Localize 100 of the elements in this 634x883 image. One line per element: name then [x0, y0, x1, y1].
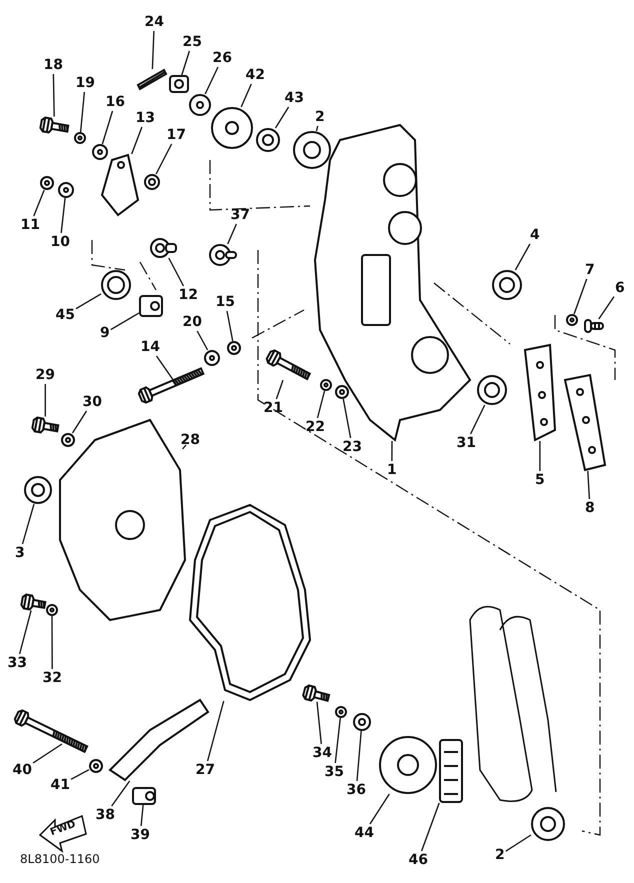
leader-line: [181, 50, 190, 76]
callout-number: 31: [456, 435, 476, 451]
callout-number: 3: [15, 545, 25, 561]
washer-drawing: [89, 759, 103, 773]
leader-line: [52, 74, 55, 117]
callout-number: 25: [182, 34, 202, 50]
callout-number: 33: [8, 655, 27, 671]
leader-line: [539, 441, 541, 471]
leader-line: [51, 616, 53, 669]
washer-drawing: [46, 604, 58, 616]
leader-line: [316, 390, 326, 418]
nut-drawing: [204, 350, 220, 366]
leader-line: [80, 92, 86, 132]
callout-number: 23: [342, 439, 362, 455]
leader-line: [573, 278, 588, 314]
leader-line: [369, 794, 390, 824]
callout-number: 19: [76, 75, 95, 91]
bolt-drawing: [39, 116, 70, 134]
leader-line: [334, 718, 341, 764]
leader-line: [226, 310, 234, 342]
leader-line: [70, 769, 90, 780]
callout-number: 2: [315, 109, 325, 125]
callout-number: 5: [535, 472, 545, 488]
callout-number: 18: [44, 57, 63, 73]
callout-number: 32: [42, 670, 62, 686]
callout-number: 13: [136, 110, 155, 126]
callout-number: 27: [196, 762, 215, 778]
leader-line: [131, 126, 142, 154]
plate-drawing: [524, 344, 556, 442]
leader-line: [156, 144, 172, 174]
callout-number: 7: [585, 262, 595, 278]
leader-line: [33, 190, 45, 216]
bolt-drawing: [20, 594, 46, 610]
leader-line: [276, 380, 284, 400]
bolt-drawing: [31, 416, 60, 434]
leader-line: [316, 126, 318, 132]
leader-line: [182, 444, 186, 450]
callout-number: 26: [212, 50, 232, 66]
bushing-drawing: [144, 174, 160, 190]
leader-line: [316, 702, 322, 744]
callout-number: 41: [50, 777, 70, 793]
callout-number: 42: [246, 67, 265, 83]
leader-line: [227, 224, 237, 244]
collar-drawing: [132, 787, 156, 805]
leader-line: [44, 384, 46, 417]
pin-drawing: [136, 68, 168, 90]
nut-drawing: [169, 75, 189, 93]
leader-line: [356, 730, 362, 782]
leader-line: [156, 356, 177, 384]
leader-line: [18, 610, 32, 654]
callout-number: 38: [96, 807, 115, 823]
leader-line: [152, 30, 155, 70]
washer-drawing: [189, 94, 211, 116]
callout-number: 35: [324, 764, 344, 780]
chain-drawing: [439, 739, 463, 803]
callout-number: 2: [495, 847, 505, 863]
leader-line: [505, 834, 532, 852]
callout-number: 12: [178, 287, 198, 303]
washer-drawing: [58, 182, 74, 198]
bearing-drawing: [293, 131, 331, 169]
callout-number: 34: [312, 745, 332, 761]
washer-drawing: [335, 385, 349, 399]
washer-drawing: [74, 132, 86, 144]
callout-number: 44: [354, 825, 374, 841]
callout-number: 20: [182, 314, 202, 330]
washer-drawing: [320, 379, 332, 391]
washer-drawing: [92, 144, 108, 160]
seal-drawing: [492, 270, 522, 300]
leader-line: [587, 470, 590, 500]
leader-line: [342, 398, 352, 438]
pin-drawing: [150, 238, 177, 258]
callout-number: 45: [56, 307, 75, 323]
callout-number: 30: [82, 394, 102, 410]
bolt-drawing: [138, 367, 205, 404]
callout-number: 28: [180, 432, 200, 448]
callout-number: 14: [140, 339, 160, 355]
callout-number: 9: [100, 325, 110, 341]
nut-drawing: [566, 314, 578, 326]
leader-line: [391, 441, 393, 461]
gasket-drawing: [188, 504, 312, 702]
fitting-drawing: [209, 244, 237, 266]
callout-number: 40: [12, 762, 32, 778]
callout-number: 1: [387, 462, 397, 478]
leader-line: [140, 804, 144, 826]
callout-number: 24: [144, 14, 164, 30]
sprocket-drawing: [211, 107, 253, 149]
part-code: 8L8100-1160: [20, 852, 100, 866]
plate-drawing: [564, 374, 606, 472]
leader-line: [196, 330, 208, 350]
leader-line: [206, 700, 224, 762]
leader-line: [60, 198, 66, 234]
ring-drawing: [101, 270, 131, 300]
seal-drawing: [477, 375, 507, 405]
bearing-drawing: [531, 807, 565, 841]
leader-line: [76, 293, 102, 310]
washer-drawing: [256, 128, 280, 152]
leader-line: [204, 66, 219, 94]
callout-number: 39: [130, 827, 150, 843]
callout-number: 15: [216, 294, 235, 310]
callout-number: 8: [585, 500, 595, 516]
